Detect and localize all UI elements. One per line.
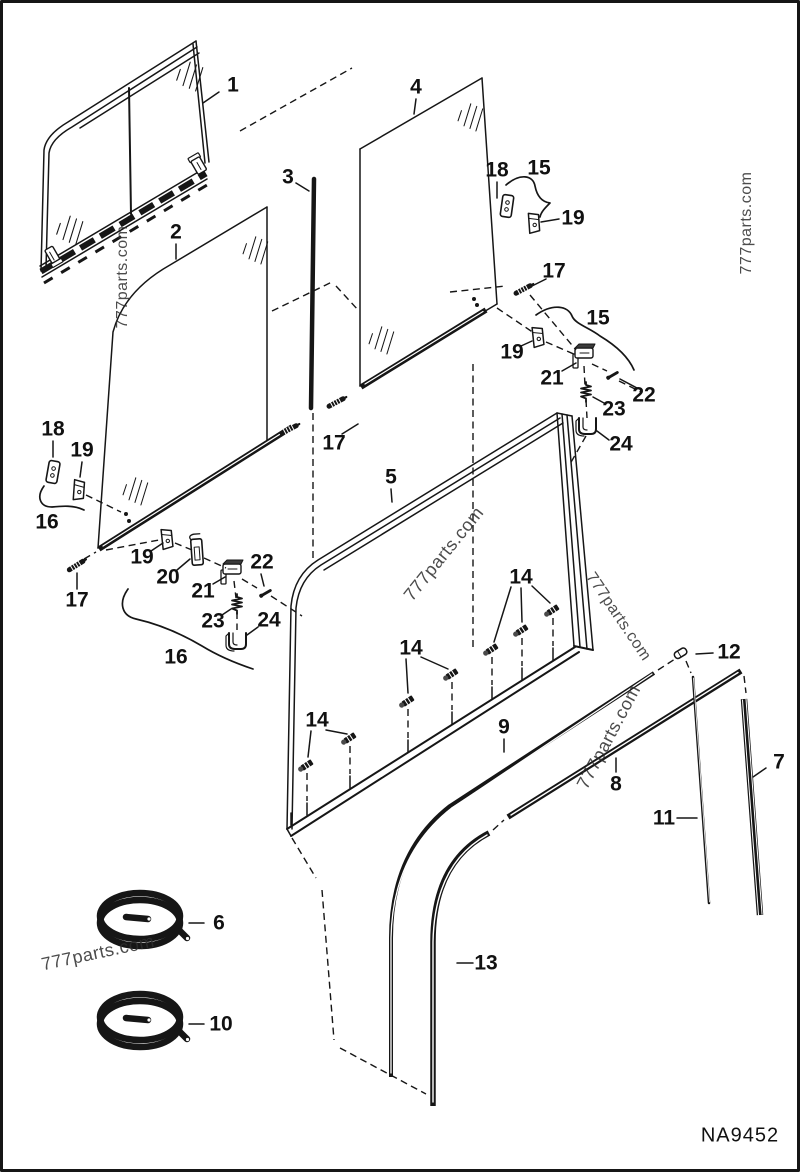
part-1-sliding-window-assembly [39,40,210,285]
part-7-channel-strip [740,698,764,916]
part-3-channel-strip [308,176,317,411]
part-8-strip [506,668,743,820]
part-4-glass-panel [359,77,498,390]
callout-leader-lines [39,91,767,1025]
part-13-corner-seal [430,830,491,1106]
part-6-seal-coil [100,893,189,946]
part-2-glass-panel [97,206,294,552]
part-5-window-frame [286,412,594,837]
hardware-upper-right [499,193,541,295]
hardware-mid-screws-17 [281,395,348,436]
part-9-corner-seal [389,671,656,1077]
drawing-number: NA9452 [700,1124,780,1147]
part-10-seal-coil [100,994,189,1047]
part-12-end-cap [673,647,688,660]
hardware-upper-left [44,459,86,502]
part-11-strip [691,675,711,905]
dashed-guide-lines [83,67,747,1095]
